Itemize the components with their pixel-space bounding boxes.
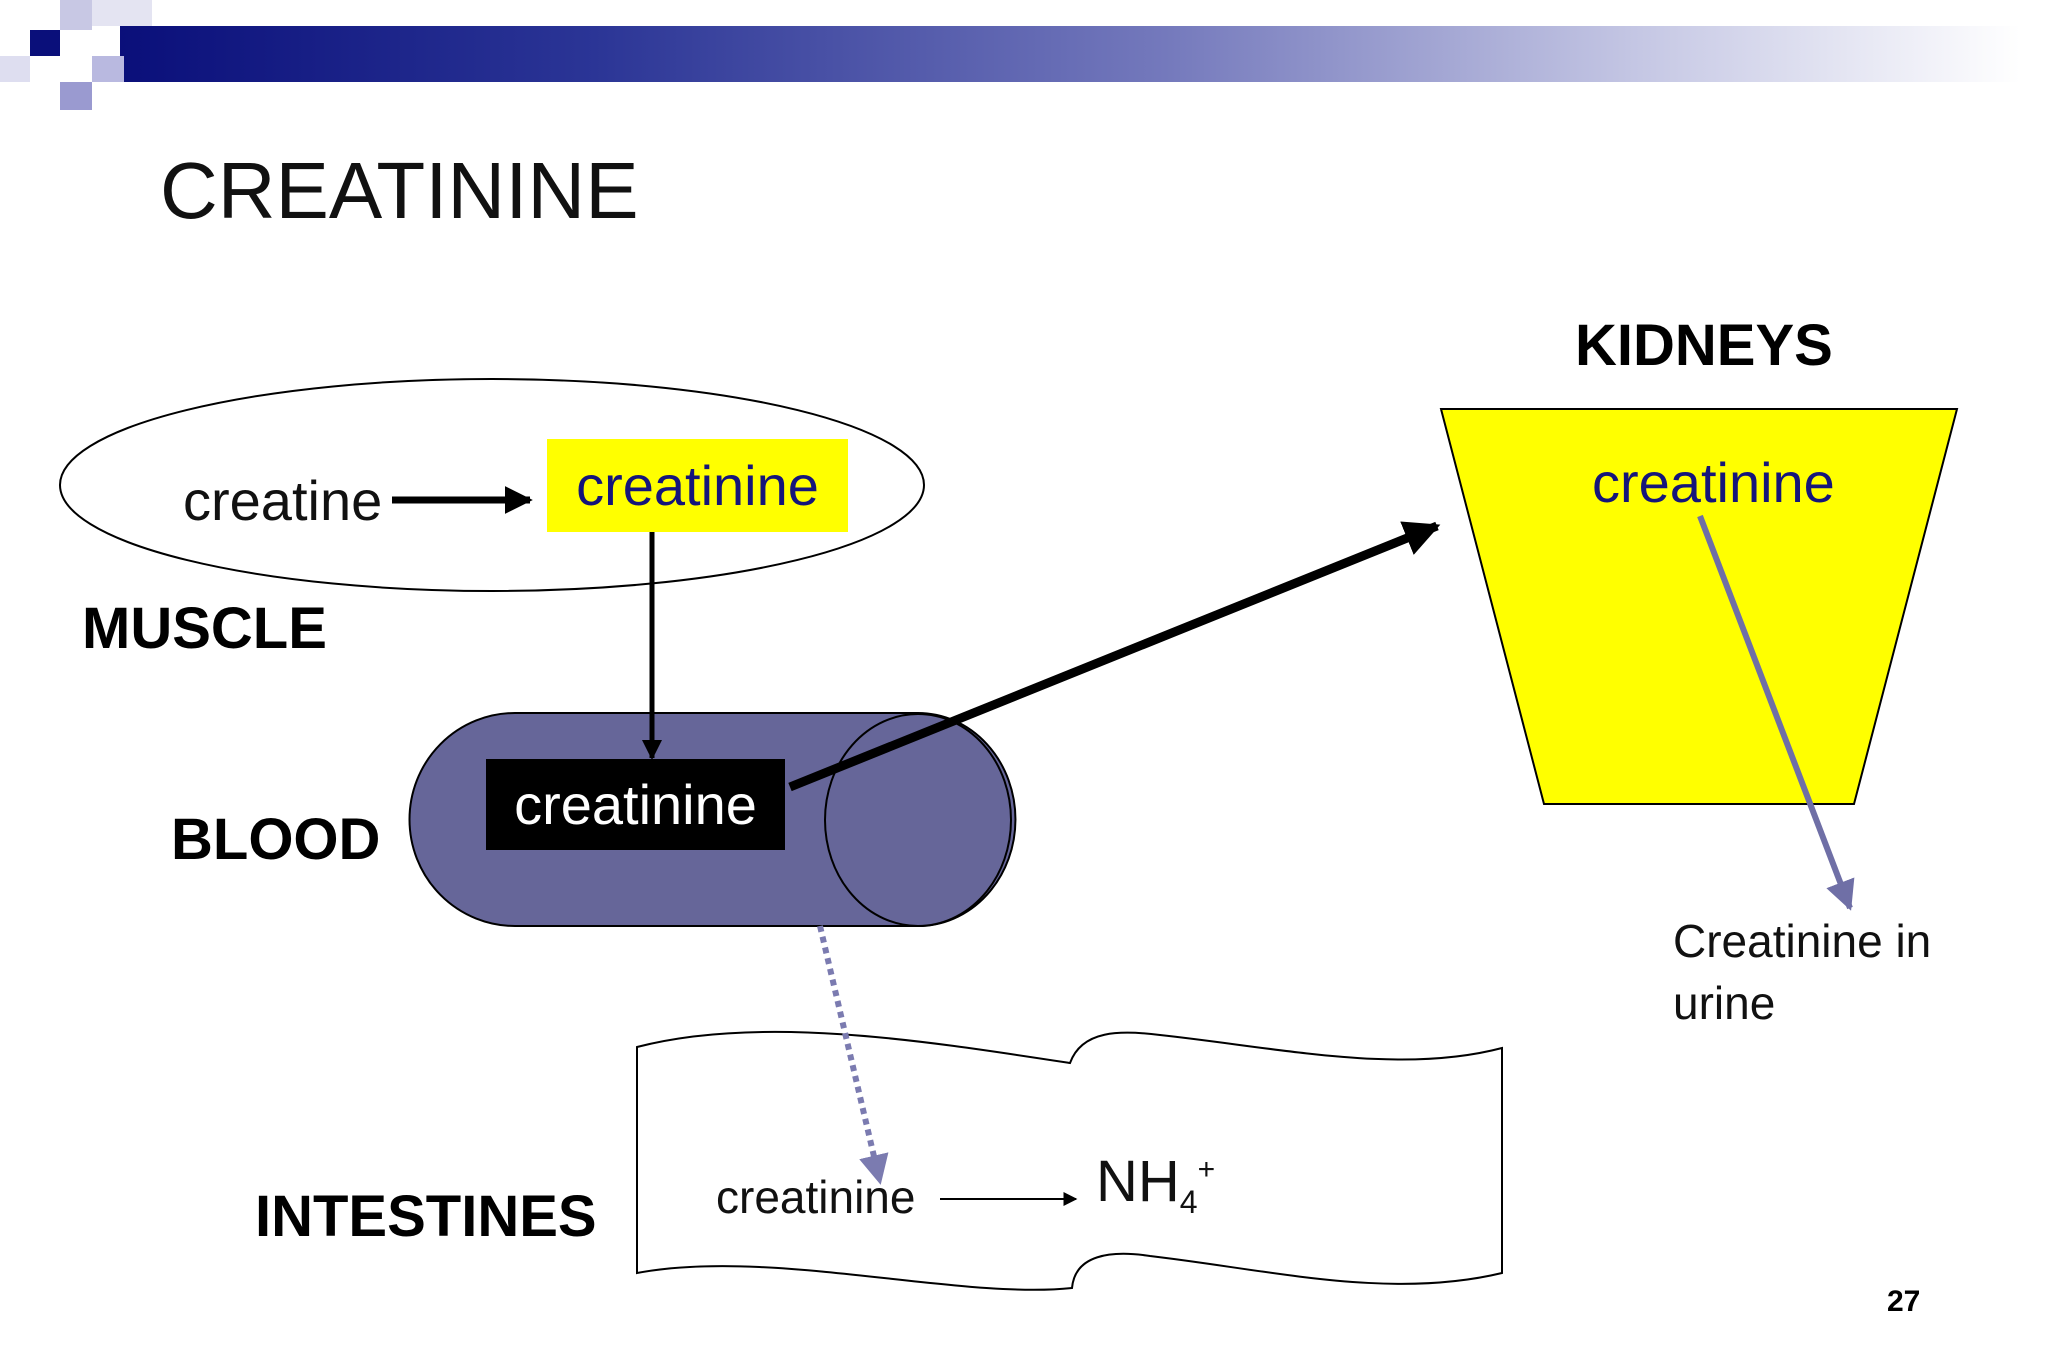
muscle-creatinine-text: creatinine: [576, 454, 819, 517]
header-square-mid: [92, 56, 124, 82]
muscle-creatinine-box: creatinine: [547, 439, 848, 532]
header-square-mid-2: [60, 82, 92, 110]
slide-title: CREATININE: [160, 146, 639, 235]
header-square-dark: [30, 30, 60, 56]
label-muscle: MUSCLE: [82, 596, 327, 661]
urine-label-line1: Creatinine in: [1673, 915, 1932, 967]
header-square-light: [60, 0, 92, 30]
arrow-blood-to-kidneys: [788, 521, 1441, 792]
label-intestines: INTESTINES: [255, 1184, 597, 1249]
intestine-shape: [636, 1030, 1503, 1291]
header-gradient-band: [120, 26, 2020, 82]
kidney-shape: [1439, 408, 1959, 805]
header-square-pale-2: [92, 0, 152, 26]
muscle-ellipse: [59, 378, 925, 592]
page-number: 27: [1887, 1285, 1921, 1318]
kidney-creatinine-text: creatinine: [1592, 451, 1835, 514]
label-kidneys: KIDNEYS: [1575, 313, 1833, 378]
muscle-creatine-text: creatine: [183, 469, 383, 532]
blood-creatinine-box: creatinine: [486, 759, 785, 850]
nh4-subscript: 4: [1179, 1184, 1198, 1220]
intestine-creatinine-text: creatinine: [716, 1171, 916, 1223]
blood-creatinine-text: creatinine: [514, 773, 757, 836]
arrow-kidney-to-urine: [1697, 514, 1855, 911]
nh4-product: NH4+: [1096, 1148, 1215, 1221]
blood-vessel-end: [824, 713, 1012, 927]
label-blood: BLOOD: [171, 807, 381, 872]
urine-label: Creatinine in urine: [1673, 910, 1931, 1034]
nh4-superscript: +: [1197, 1153, 1216, 1186]
header-square-pale: [0, 56, 30, 82]
nh4-base: NH: [1096, 1149, 1180, 1214]
urine-label-line2: urine: [1673, 977, 1776, 1029]
